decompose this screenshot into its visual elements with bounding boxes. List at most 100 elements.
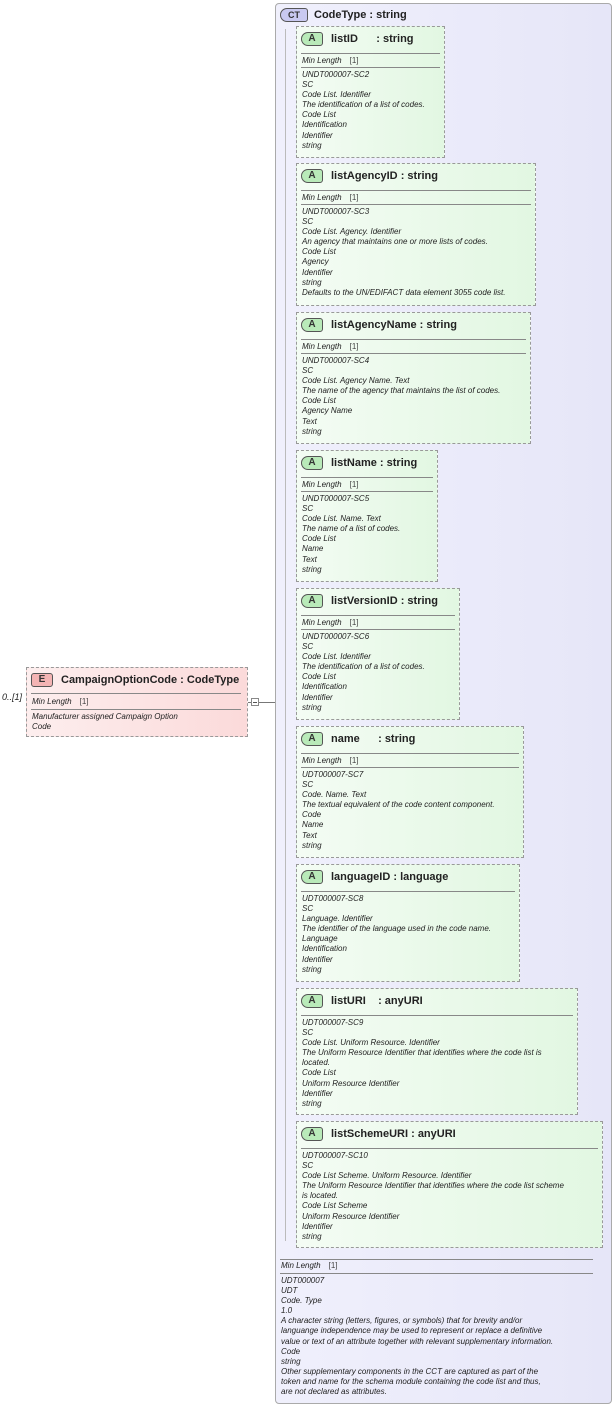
attribute-list-name[interactable]: A listName : string Min Length [1] UNDT00…: [296, 450, 438, 582]
attribute-documentation: UDT000007-SC9 SC Code List. Uniform Reso…: [302, 1018, 542, 1108]
attribute-badge-icon: A: [301, 456, 323, 470]
attribute-list-scheme-uri[interactable]: A listSchemeURI : anyURI UDT000007-SC10 …: [296, 1121, 603, 1248]
attribute-type: string: [407, 170, 438, 182]
divider: [301, 767, 519, 768]
attribute-title: listURI : anyURI: [331, 995, 423, 1007]
attribute-documentation: UNDT000007-SC2 SC Code List. Identifier …: [302, 70, 425, 150]
attribute-documentation: UNDT000007-SC6 SC Code List. Identifier …: [302, 632, 425, 712]
divider: [31, 709, 241, 710]
connector-line: [259, 702, 275, 703]
codetype-name: CodeType: [314, 9, 367, 21]
element-type: CodeType: [186, 674, 240, 686]
facet-label: Min Length: [302, 56, 342, 65]
attribute-type: language: [400, 871, 449, 883]
attribute-name: listVersionID: [331, 595, 398, 607]
divider: [31, 693, 241, 694]
codetype-title: CodeType : string: [314, 9, 407, 21]
attribute-facet: Min Length[1]: [302, 342, 359, 351]
facet-label: Min Length: [32, 697, 72, 706]
attribute-name[interactable]: A name : string Min Length [1] UDT000007-…: [296, 726, 524, 858]
attribute-header: A listName : string: [301, 456, 417, 470]
attribute-list-id[interactable]: A listID : string Min Length[1] UNDT0000…: [296, 26, 445, 158]
attribute-badge-icon: A: [301, 169, 323, 183]
facet-label: Min Length: [302, 193, 342, 202]
divider: [301, 67, 440, 68]
attribute-facet: Min Length[1]: [302, 618, 359, 627]
attribute-type: string: [384, 733, 416, 745]
element-campaign-option-code[interactable]: E CampaignOptionCode : CodeType Min Leng…: [26, 667, 248, 737]
facet-label: Min Length: [281, 1261, 321, 1270]
facet-value: [1]: [349, 342, 359, 351]
divider: [280, 1273, 593, 1274]
divider: [301, 477, 433, 478]
attribute-name: listAgencyName: [331, 319, 417, 331]
attribute-header: A listURI : anyURI: [301, 994, 423, 1008]
attribute-header: A name : string: [301, 732, 415, 746]
element-badge-icon: E: [31, 673, 53, 687]
facet-label: Min Length: [302, 480, 342, 489]
attribute-list-agency-id[interactable]: A listAgencyID : string Min Length[1] UN…: [296, 163, 536, 306]
attribute-name: name: [331, 733, 360, 745]
divider: [301, 190, 531, 191]
element-header: E CampaignOptionCode : CodeType: [31, 672, 239, 688]
attribute-type: string: [382, 33, 414, 45]
attribute-documentation: UDT000007-SC7 SC Code. Name. Text The te…: [302, 770, 495, 850]
divider: [280, 1259, 593, 1260]
facet-value: [1]: [349, 480, 359, 489]
attribute-facet: Min Length [1]: [302, 480, 359, 489]
attribute-header: A languageID : language: [301, 870, 448, 884]
divider: [301, 753, 519, 754]
attribute-documentation: UNDT000007-SC4 SC Code List. Agency Name…: [302, 356, 501, 436]
attribute-list-agency-name[interactable]: A listAgencyName : string Min Length[1] …: [296, 312, 531, 444]
attribute-name: listAgencyID: [331, 170, 398, 182]
attribute-type: anyURI: [417, 1128, 456, 1140]
facet-value: [1]: [328, 1261, 338, 1270]
facet-value: [1]: [349, 756, 359, 765]
divider: [301, 629, 455, 630]
collapse-toggle-icon[interactable]: [251, 698, 259, 706]
attribute-title: name : string: [331, 733, 416, 745]
attribute-badge-icon: A: [301, 870, 323, 884]
element-facet: Min Length[1]: [32, 697, 89, 706]
divider: [301, 204, 531, 205]
attribute-type: string: [426, 319, 457, 331]
facet-label: Min Length: [302, 756, 342, 765]
attribute-header: A listAgencyName : string: [301, 318, 457, 332]
attribute-badge-icon: A: [301, 32, 323, 46]
cardinality-label: 0..[1]: [2, 692, 23, 702]
divider: [301, 353, 526, 354]
complex-type-icon: CT: [280, 8, 308, 22]
attribute-facet: Min Length [1]: [302, 756, 359, 765]
attribute-badge-icon: A: [301, 318, 323, 332]
divider: [301, 615, 455, 616]
attribute-type: string: [407, 595, 438, 607]
attribute-guide-line: [285, 29, 286, 1241]
facet-value: [1]: [349, 193, 359, 202]
attribute-type: anyURI: [384, 995, 423, 1007]
attribute-title: listName : string: [331, 457, 418, 469]
attribute-name: languageID: [331, 871, 391, 883]
attribute-header: A listAgencyID : string: [301, 169, 438, 183]
divider: [301, 1015, 573, 1016]
attribute-title: languageID : language: [331, 871, 449, 883]
codetype-facet: Min Length [1]: [281, 1261, 338, 1270]
attribute-header: A listVersionID : string: [301, 594, 438, 608]
divider: [301, 1148, 598, 1149]
attribute-documentation: UNDT000007-SC5 SC Code List. Name. Text …: [302, 494, 401, 574]
attribute-list-version-id[interactable]: A listVersionID : string Min Length[1] U…: [296, 588, 460, 720]
attribute-list-uri[interactable]: A listURI : anyURI UDT000007-SC9 SC Code…: [296, 988, 578, 1115]
attribute-name: listURI: [331, 995, 366, 1007]
attribute-name: listID: [331, 33, 358, 45]
codetype-header: CT CodeType : string: [280, 8, 407, 22]
divider: [301, 53, 440, 54]
connector-line: [248, 702, 251, 703]
attribute-documentation: UDT000007-SC8 SC Language. Identifier Th…: [302, 894, 492, 974]
element-title: CampaignOptionCode : CodeType: [61, 674, 240, 686]
attribute-title: listAgencyName : string: [331, 319, 457, 331]
attribute-name: listSchemeURI: [331, 1128, 409, 1140]
codetype-documentation: UDT000007 UDT Code. Type 1.0 A character…: [281, 1276, 554, 1397]
attribute-language-id[interactable]: A languageID : language UDT000007-SC8 SC…: [296, 864, 520, 982]
attribute-badge-icon: A: [301, 1127, 323, 1141]
attribute-title: listAgencyID : string: [331, 170, 438, 182]
facet-value: [1]: [349, 618, 359, 627]
